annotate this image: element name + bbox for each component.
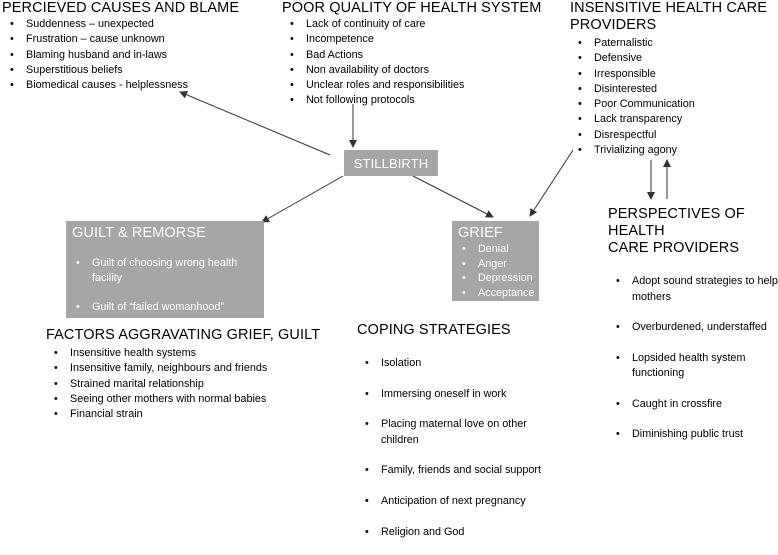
insensitive-providers-title: INSENSITIVE HEALTH CARE PROVIDERS (570, 0, 768, 33)
poor-quality-list: Lack of continuity of care Incompetence … (282, 17, 541, 109)
poor-quality-block: POOR QUALITY OF HEALTH SYSTEM Lack of co… (282, 0, 541, 109)
list-item: Diminishing public trust (616, 427, 778, 443)
list-item: Bad Actions (290, 48, 541, 64)
list-item: Defensive (578, 51, 767, 67)
list-item: Suddenness – unexpected (10, 17, 239, 33)
list-item: Guilt of choosing wrong health facility (76, 256, 264, 285)
list-item: Denial (462, 242, 539, 257)
list-item: Anger (462, 257, 539, 272)
perceived-causes-title: PERCIEVED CAUSES AND BLAME (2, 0, 240, 16)
coping-strategies-list: Isolation Immersing oneself in work Plac… (357, 341, 541, 555)
list-item: Unclear roles and responsibilities (290, 78, 541, 94)
list-item: Non availability of doctors (290, 63, 541, 79)
arrow-stillbirth-to-guilt (261, 175, 344, 223)
list-item: Depression (462, 271, 539, 286)
grief-box: GRIEF Denial Anger Depression Acceptance (452, 221, 539, 301)
aggravating-factors-block: FACTORS AGGRAVATING GRIEF, GUILT Insensi… (46, 327, 321, 423)
perspectives-list: Adopt sound strategies to help mothers O… (608, 259, 778, 458)
poor-quality-title: POOR QUALITY OF HEALTH SYSTEM (282, 0, 542, 16)
perceived-causes-list: Suddenness – unexpected Frustration – ca… (2, 17, 239, 94)
guilt-remorse-box: GUILT & REMORSE Guilt of choosing wrong … (66, 221, 264, 356)
coping-strategies-block: COPING STRATEGIES Isolation Immersing on… (357, 322, 541, 555)
stillbirth-box: STILLBIRTH (344, 150, 438, 176)
list-item: Frustration – cause unknown (10, 32, 239, 48)
list-item: Religion and God (365, 525, 541, 541)
list-item: Blaming husband and in-laws (10, 48, 239, 64)
list-item: Guilt of “failed womanhood” (76, 300, 264, 315)
arrow-providers-to-grief (529, 149, 574, 217)
list-item: Not following protocols (290, 93, 541, 109)
list-item: Anticipation of next pregnancy (365, 494, 541, 510)
list-item: Disinterested (578, 82, 767, 98)
connector-arrows (179, 91, 671, 223)
perspectives-title: PERSPECTIVES OF HEALTH CARE PROVIDERS (608, 206, 745, 256)
aggravating-factors-list: Insensitive health systems Insensitive f… (46, 346, 320, 423)
list-item: Paternalistic (578, 36, 767, 52)
list-item: Poor Communication (578, 97, 767, 113)
list-item: Isolation (365, 356, 541, 372)
list-item: Trivializing agony (578, 143, 767, 159)
list-item: Overburdened, understaffed (616, 320, 778, 336)
arrow-stillbirth-to-grief (412, 175, 494, 218)
aggravating-factors-title: FACTORS AGGRAVATING GRIEF, GUILT (46, 327, 321, 343)
list-item: Insensitive health systems (54, 346, 320, 362)
list-item: Placing maternal love on other children (365, 417, 541, 448)
list-item: Lack transparency (578, 112, 767, 128)
grief-title: GRIEF (458, 225, 503, 241)
insensitive-providers-block: INSENSITIVE HEALTH CARE PROVIDERS Patern… (570, 0, 768, 159)
list-item: Lopsided health system functioning (616, 351, 778, 382)
guilt-remorse-title: GUILT & REMORSE (72, 225, 206, 241)
list-item: Disrespectful (578, 128, 767, 144)
list-item: Caught in crossfire (616, 397, 778, 413)
list-item: Superstitious beliefs (10, 63, 239, 79)
arrow-stillbirth-to-causes (179, 91, 331, 156)
list-item: Incompetence (290, 32, 541, 48)
coping-strategies-title: COPING STRATEGIES (357, 322, 511, 338)
insensitive-providers-list: Paternalistic Defensive Irresponsible Di… (570, 36, 767, 159)
list-item: Family, friends and social support (365, 463, 541, 479)
stillbirth-label: STILLBIRTH (353, 155, 429, 171)
list-item: Seeing other mothers with normal babies (54, 392, 320, 408)
list-item: Immersing oneself in work (365, 387, 541, 403)
list-item: Biomedical causes - helplessness (10, 78, 239, 94)
perspectives-block: PERSPECTIVES OF HEALTH CARE PROVIDERS Ad… (608, 206, 778, 458)
list-item: Strained marital relationship (54, 377, 320, 393)
list-item: Lack of continuity of care (290, 17, 541, 33)
list-item: Acceptance (462, 286, 539, 301)
perceived-causes-block: PERCIEVED CAUSES AND BLAME Suddenness – … (2, 0, 240, 94)
list-item: Adopt sound strategies to help mothers (616, 274, 778, 305)
list-item: Financial strain (54, 407, 320, 423)
list-item: Irresponsible (578, 67, 767, 83)
grief-list: Denial Anger Depression Acceptance (452, 242, 539, 300)
list-item: Insensitive family, neighbours and frien… (54, 361, 320, 377)
